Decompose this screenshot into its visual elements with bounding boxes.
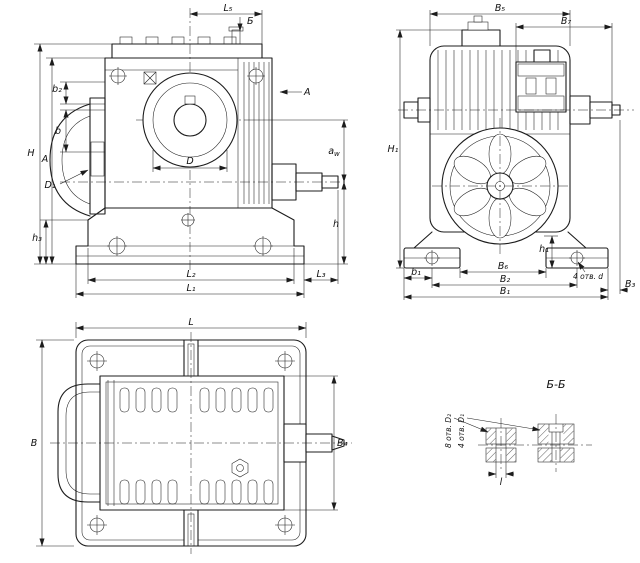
top-dimensions: L B B₄ (31, 317, 348, 547)
front-dimensions: B₅ B₇ H₁ h₁ b₁ B₆ (388, 3, 636, 300)
section-mark-label: Б (247, 16, 254, 27)
base-feet (75, 207, 305, 265)
dim-label-B7: B₇ (561, 16, 572, 27)
dim-label-L3: L₃ (316, 269, 325, 280)
holes-D2-note: 8 отв. D₂ (444, 414, 453, 448)
dim-label-b: b (55, 126, 61, 137)
counterbore-hole-section (537, 414, 575, 472)
dim-label-aw: aw (328, 146, 340, 158)
holes-D1-note: 4 отв. D₁ (457, 414, 466, 448)
dim-label-h3: h₃ (32, 233, 42, 244)
side-view: L₅ Б A H A b₂ b (27, 3, 348, 298)
dim-label-B1: B₁ (500, 286, 511, 297)
output-shaft (271, 163, 339, 201)
dim-label-h1: h₁ (539, 244, 549, 255)
bolt-head-icon (533, 49, 551, 63)
dim-label-H1: H₁ (388, 144, 399, 155)
dim-label-l: l (500, 477, 503, 488)
top-view: L B B₄ (31, 317, 352, 554)
section-view: Б-Б 8 (444, 378, 592, 488)
dim-label-b1: b₁ (411, 267, 421, 278)
view-mark-A: A (303, 87, 311, 98)
dim-label-L5: L₅ (223, 3, 232, 14)
dim-label-h: h (333, 219, 339, 230)
dim-label-B4: B₄ (337, 438, 348, 449)
dim-label-H: H (27, 148, 34, 159)
dim-label-b2: b₂ (52, 84, 62, 95)
dim-label-B2: B₂ (500, 274, 511, 285)
dim-label-B6: B₆ (498, 261, 509, 272)
side-dimensions: L₅ Б A H A b₂ b (27, 3, 348, 298)
worm-wheel-bore (142, 72, 238, 168)
stator-section-hatch (90, 141, 105, 177)
dim-label-B3: B₃ (625, 279, 636, 290)
dim-label-B: B (31, 438, 38, 449)
front-view: B₅ B₇ H₁ h₁ b₁ B₆ (388, 3, 636, 300)
section-l-dimension: l (488, 462, 514, 488)
hex-plug-icon (231, 458, 249, 478)
keyway-icon (184, 95, 196, 105)
dim-label-D: D (186, 156, 193, 167)
dim-label-L2: L₂ (186, 269, 195, 280)
bearing-unit-section (515, 49, 567, 113)
holes-note: 4 отв. d (573, 272, 603, 281)
dim-label-A: A (41, 154, 49, 165)
section-title: Б-Б (546, 378, 565, 391)
corner-bolts (87, 351, 295, 535)
terminal-box (461, 29, 501, 47)
dim-label-L: L (188, 317, 193, 328)
dim-label-L1: L₁ (186, 283, 195, 294)
dim-label-D1: D₁ (44, 180, 55, 191)
dim-label-B5: B₅ (495, 3, 506, 14)
front-feet (403, 231, 609, 269)
